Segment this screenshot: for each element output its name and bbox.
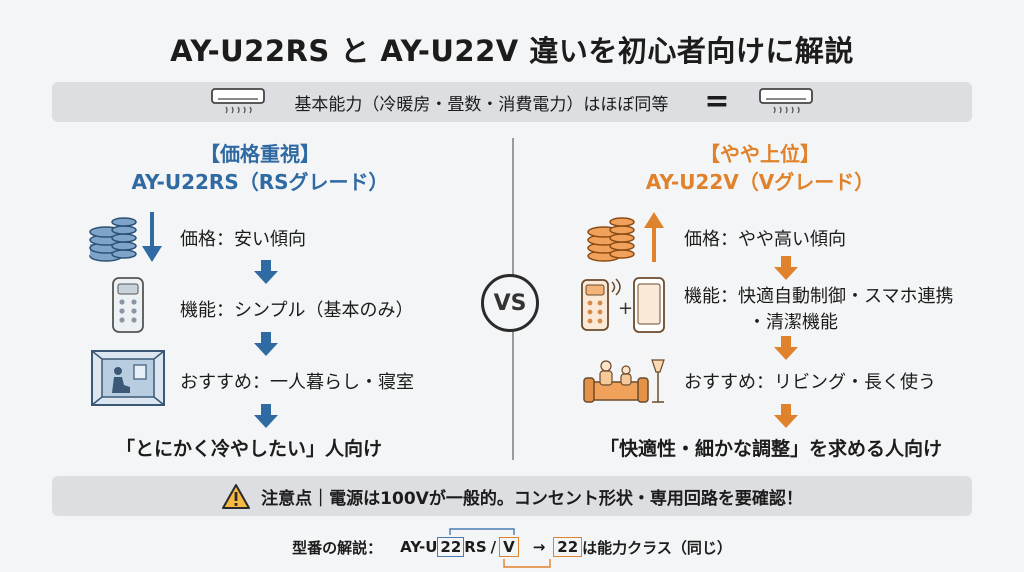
warning-icon bbox=[222, 483, 251, 509]
right-tag: 【やや上位】 bbox=[700, 142, 820, 166]
model-prefix: AY-U bbox=[400, 538, 438, 556]
arrow-down-icon bbox=[774, 404, 798, 428]
left-conclusion: 「とにかく冷やしたい」人向け bbox=[116, 438, 383, 460]
svg-text:+: + bbox=[618, 298, 633, 319]
warning-banner: 注意点｜電源は100Vが一般的。コンセント形状・専用回路を要確認！ bbox=[52, 476, 972, 516]
remote-smartphone-icon: + bbox=[581, 277, 665, 333]
explain-arrow: → bbox=[532, 538, 546, 556]
right-price-text: 価格：やや高い傾向 bbox=[684, 229, 846, 250]
common-capability-text: 基本能力（冷暖房・畳数・消費電力）はほぼ同等 bbox=[294, 94, 669, 115]
model-note-label: 型番の解説： bbox=[292, 538, 383, 557]
arrow-down-icon bbox=[254, 332, 278, 356]
left-model: AY-U22RS（RSグレード） bbox=[131, 170, 389, 194]
model-capacity-code: 22 bbox=[437, 537, 465, 557]
arrow-down-icon bbox=[774, 336, 798, 360]
arrow-down-icon bbox=[254, 404, 278, 428]
left-tag: 【価格重視】 bbox=[200, 142, 320, 166]
capacity-reference: 22 bbox=[553, 537, 583, 557]
left-recommend-text: おすすめ：一人暮らし・寝室 bbox=[180, 372, 414, 393]
person-in-room-icon bbox=[91, 350, 165, 406]
left-header: 【価格重視】 AY-U22RS（RSグレード） bbox=[110, 140, 410, 196]
right-header: 【やや上位】 AY-U22V（Vグレード） bbox=[610, 140, 910, 196]
right-recommend-text: おすすめ：リビング・長く使う bbox=[684, 372, 936, 393]
warning-text: 注意点｜電源は100Vが一般的。コンセント形状・専用回路を要確認！ bbox=[261, 488, 803, 509]
page-title: AY-U22RS と AY-U22V 違いを初心者向けに解説 bbox=[170, 34, 854, 68]
model-number-explanation: 型番の解説： AY-U 22 RS / V → 22 は能力クラス（同じ） bbox=[0, 533, 1024, 561]
arrow-down-icon bbox=[254, 260, 278, 284]
right-conclusion: 「快適性・細かな調整」を求める人向け bbox=[600, 438, 943, 460]
right-function-line2: ・清潔機能 bbox=[748, 312, 838, 333]
right-function-text: 機能：快適自動制御・スマホ連携 ・清潔機能 bbox=[684, 284, 1004, 336]
right-function-line1: 機能：快適自動制御・スマホ連携 bbox=[684, 286, 954, 307]
model-rs-suffix: RS bbox=[464, 538, 487, 556]
model-v-suffix: V bbox=[499, 537, 519, 557]
common-capability-banner: 基本能力（冷暖房・畳数・消費電力）はほぼ同等 = bbox=[52, 82, 972, 122]
model-number-breakdown: AY-U 22 RS / V → 22 は能力クラス（同じ） bbox=[400, 537, 732, 558]
remote-control-icon bbox=[112, 277, 144, 333]
air-conditioner-icon bbox=[758, 88, 813, 114]
equals-sign: = bbox=[704, 84, 730, 119]
capacity-explanation: は能力クラス（同じ） bbox=[582, 538, 732, 557]
air-conditioner-icon bbox=[211, 88, 266, 114]
arrow-down-icon bbox=[774, 256, 798, 280]
left-price-text: 価格：安い傾向 bbox=[180, 229, 306, 250]
left-function-text: 機能：シンプル（基本のみ） bbox=[180, 300, 414, 321]
family-living-icon bbox=[583, 359, 665, 403]
coins-up-icon bbox=[587, 212, 664, 262]
model-slash: / bbox=[490, 538, 497, 556]
coins-down-icon bbox=[89, 212, 162, 262]
vs-badge: VS bbox=[481, 274, 539, 332]
right-model: AY-U22V（Vグレード） bbox=[645, 170, 875, 194]
